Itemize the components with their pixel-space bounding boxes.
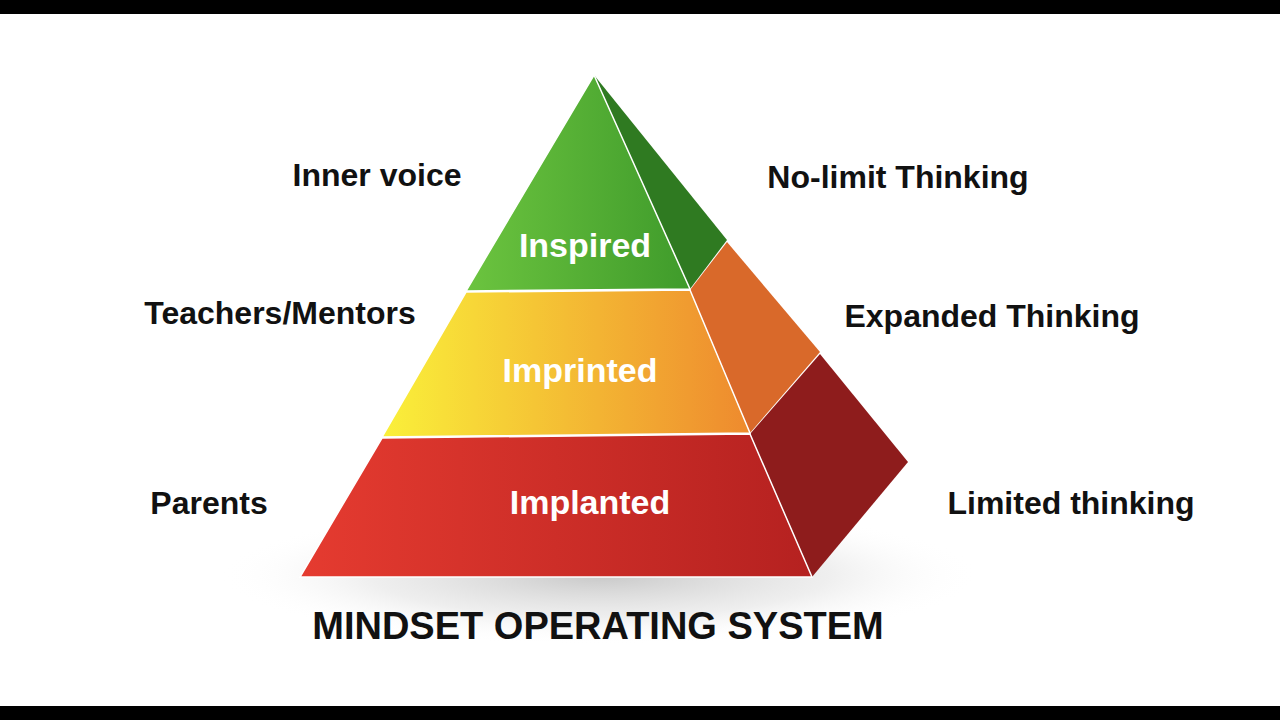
side-label: Expanded Thinking <box>844 300 1139 332</box>
top-bar <box>0 0 1280 14</box>
tier-front-face <box>466 75 690 291</box>
tier-label: Implanted <box>510 485 671 519</box>
tier-front-face <box>300 434 812 577</box>
diagram-caption: MINDSET OPERATING SYSTEM <box>312 607 883 645</box>
tier-front-face <box>382 290 750 437</box>
side-label: Limited thinking <box>947 487 1194 519</box>
pyramid-tier: Inspired <box>460 70 730 295</box>
bottom-bar <box>0 706 1280 720</box>
tier-label: Inspired <box>519 228 651 262</box>
side-label: No-limit Thinking <box>767 161 1028 193</box>
side-label: Inner voice <box>293 159 462 191</box>
side-label: Parents <box>150 487 267 519</box>
tier-label: Imprinted <box>503 353 658 387</box>
side-label: Teachers/Mentors <box>144 297 416 329</box>
